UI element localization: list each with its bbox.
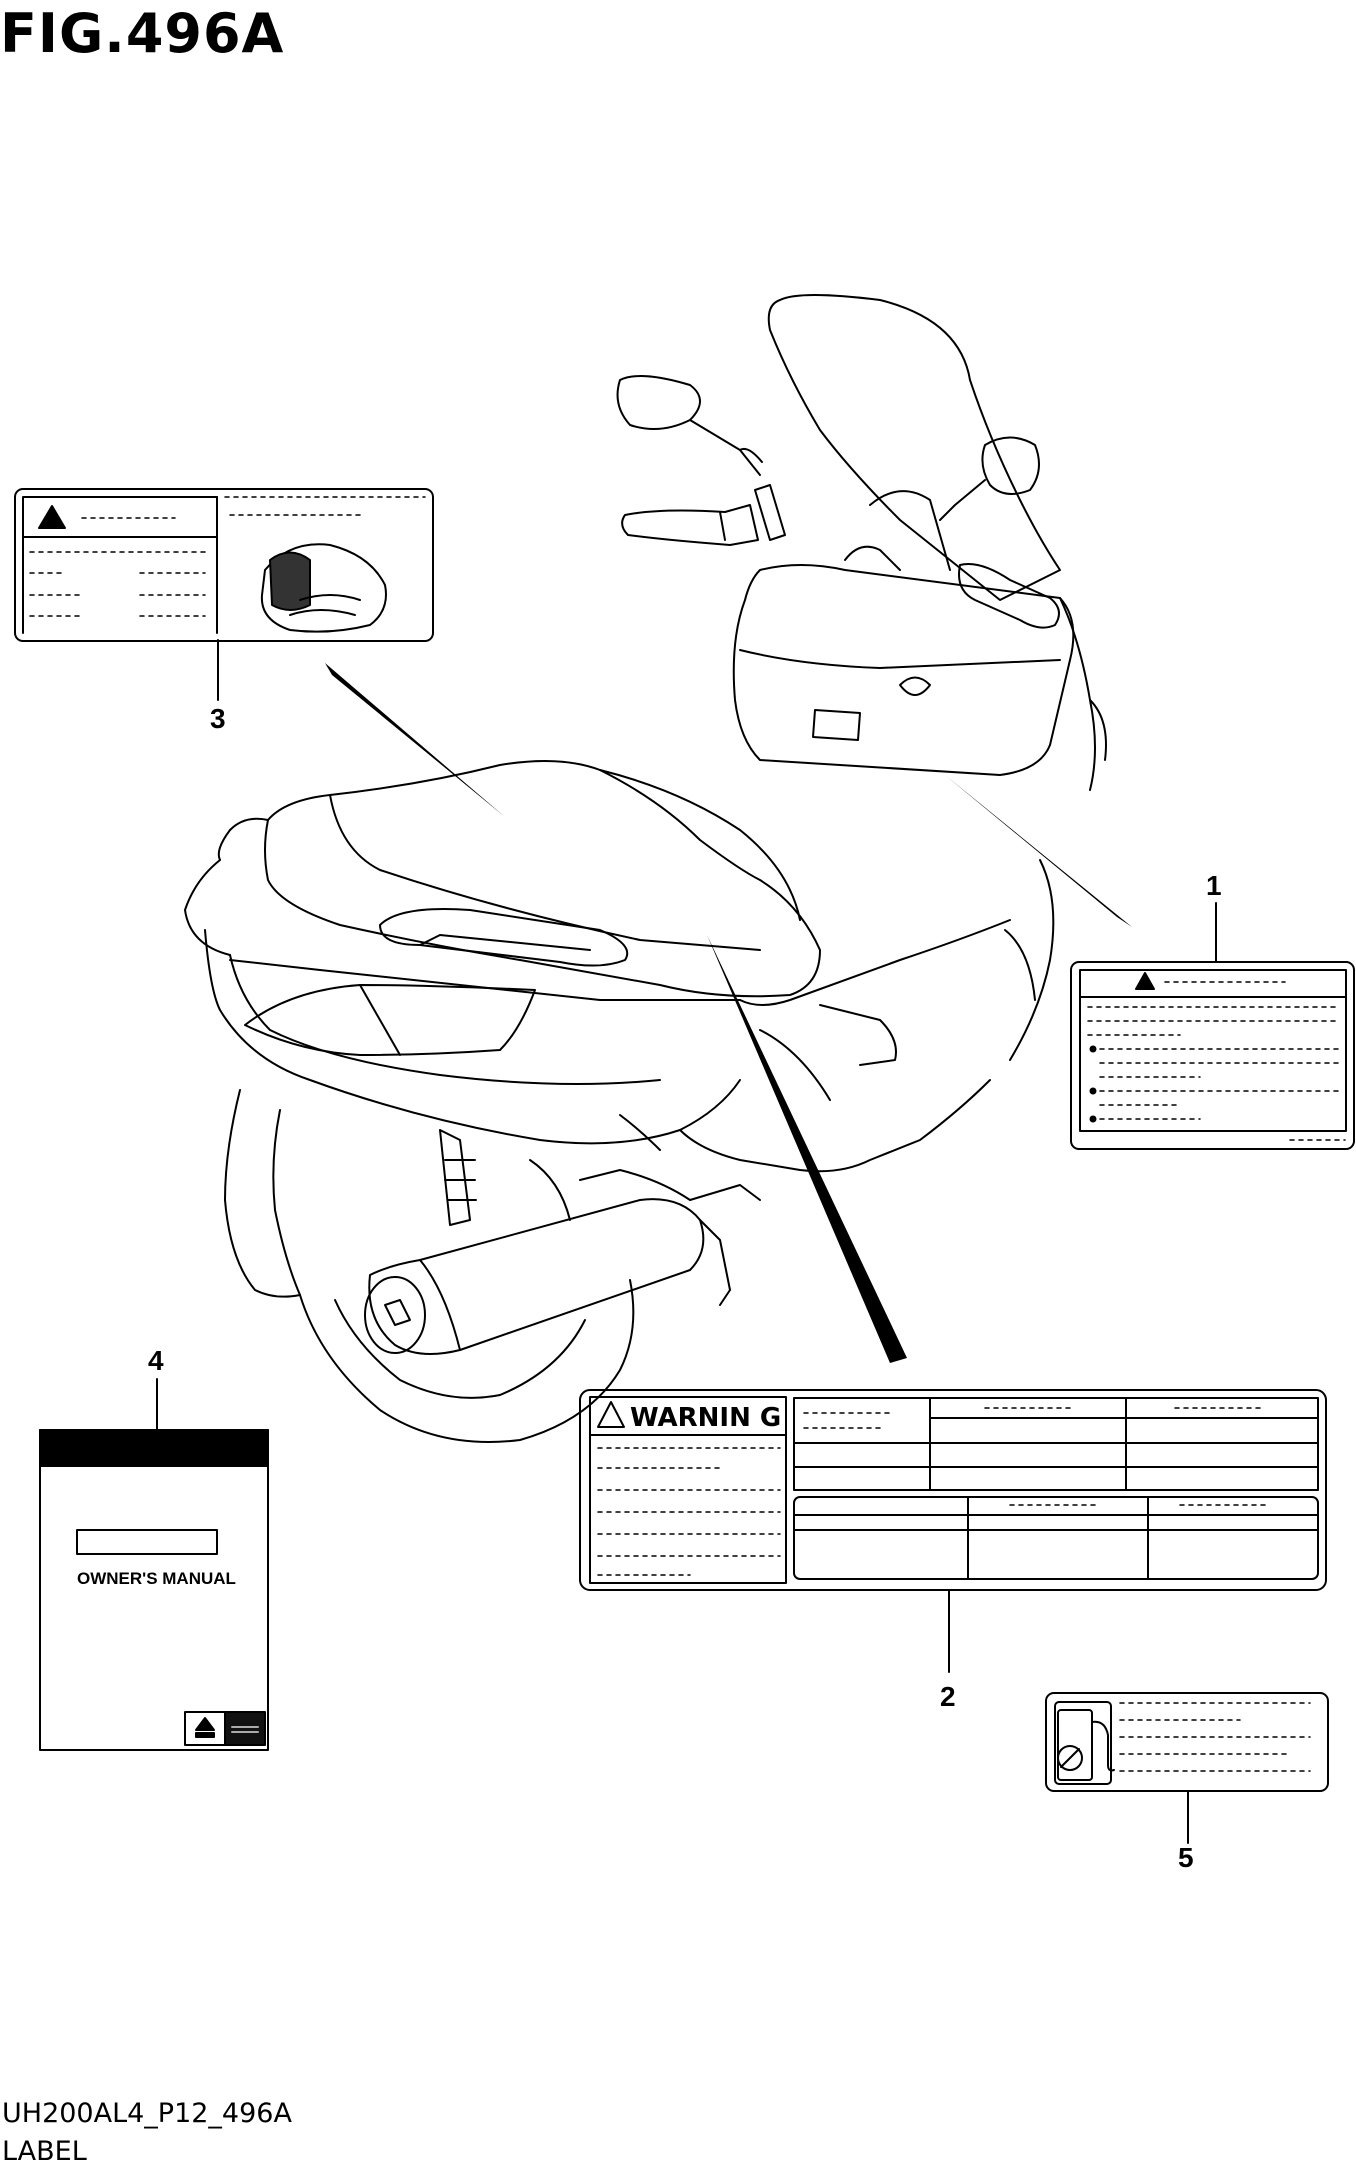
warning-triangle-icon [38, 505, 66, 529]
label-5 [1045, 1692, 1329, 1792]
warning-triangle-icon [597, 1401, 625, 1428]
warning-triangle-icon [1135, 972, 1155, 990]
figure-title: FIG.496A [0, 2, 285, 65]
scooter-illustration [184, 294, 1107, 1443]
figure-code: UH200AL4_P12_496A [2, 2098, 292, 2129]
owners-manual-text: OWNER'S MANUAL [77, 1569, 236, 1588]
callout-2: 2 [940, 1681, 956, 1712]
figure-name: LABEL [2, 2136, 87, 2167]
leader-lines [325, 663, 1132, 1363]
callout-4: 4 [148, 1345, 164, 1376]
owners-manual [39, 1429, 269, 1751]
suzuki-logo-icon [195, 1717, 215, 1731]
label-3 [14, 488, 434, 642]
warning-label-text: WARNIN G [630, 1403, 781, 1433]
callout-stems [156, 639, 1217, 1844]
label-1 [1070, 961, 1355, 1150]
label-2 [579, 1389, 1327, 1591]
callout-3: 3 [210, 703, 226, 734]
callout-5: 5 [1178, 1842, 1194, 1873]
callout-1: 1 [1206, 870, 1222, 901]
no-entry-icon [1057, 1745, 1083, 1771]
